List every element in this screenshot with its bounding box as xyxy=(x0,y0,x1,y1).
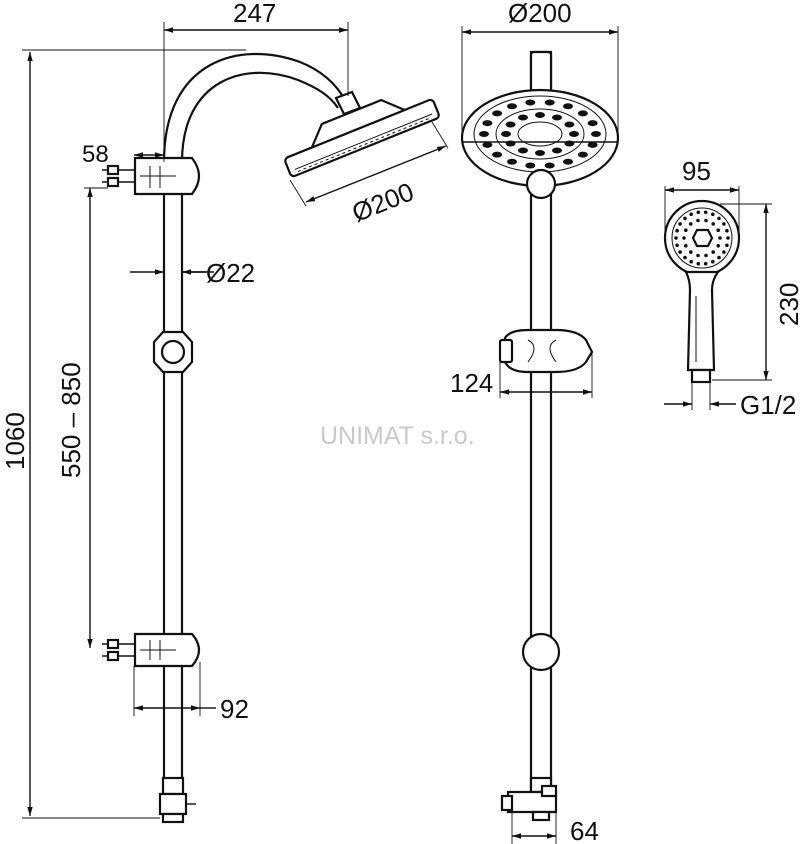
dim-slider-width: 124 xyxy=(450,368,493,398)
dim-arm-reach: 247 xyxy=(233,0,276,28)
head-nozzle xyxy=(577,110,588,117)
head-nozzle xyxy=(535,150,545,156)
side-diverter xyxy=(158,776,196,824)
hand-nozzle xyxy=(682,236,686,240)
head-nozzle xyxy=(544,162,555,169)
side-slider xyxy=(152,330,194,374)
hand-nozzle xyxy=(683,216,687,221)
front-ball-joint xyxy=(525,168,557,200)
head-nozzle xyxy=(479,131,489,137)
head-nozzle xyxy=(577,151,588,158)
side-top-wall-bracket xyxy=(102,156,201,196)
hand-nozzle xyxy=(678,222,682,226)
front-shower-head xyxy=(460,88,620,188)
head-nozzle xyxy=(482,141,493,148)
dim-head-diameter-side: Ø200 xyxy=(348,176,418,228)
hand-nozzle xyxy=(718,236,722,240)
hand-nozzle xyxy=(689,259,693,264)
head-nozzle xyxy=(544,99,555,106)
hand-nozzle xyxy=(678,250,682,254)
hand-nozzle xyxy=(696,253,700,258)
dim-bracket-spacing: 550 – 850 xyxy=(56,362,86,478)
hand-nozzle xyxy=(689,250,693,254)
hand-nozzle xyxy=(675,228,679,233)
front-view: Ø200 124 64 xyxy=(450,0,620,844)
dim-diverter-width: 64 xyxy=(570,816,599,844)
dim-hand-shower-length: 230 xyxy=(774,283,803,326)
hand-nozzle xyxy=(684,244,688,248)
head-nozzle xyxy=(563,103,573,110)
head-nozzle xyxy=(501,131,511,137)
head-nozzle xyxy=(505,121,516,128)
dim-wall-offset: 58 xyxy=(82,141,109,168)
hand-nozzle xyxy=(696,210,701,215)
hand-nozzle xyxy=(716,228,720,232)
head-nozzle xyxy=(552,114,562,121)
hand-nozzle xyxy=(722,250,726,254)
hand-nozzle xyxy=(683,255,687,260)
head-nozzle xyxy=(507,103,517,110)
side-bottom-wall-bracket xyxy=(102,632,201,668)
hand-nozzle xyxy=(725,228,729,233)
hand-nozzle xyxy=(704,253,708,258)
head-nozzle xyxy=(492,110,503,117)
hand-nozzle xyxy=(696,218,700,223)
hand-shower-view: 95 230 G1/2 xyxy=(663,156,803,420)
hand-nozzle xyxy=(674,236,678,240)
hand-nozzle xyxy=(689,212,693,217)
head-nozzle xyxy=(552,147,562,154)
front-lower-ball xyxy=(521,632,561,672)
head-nozzle xyxy=(525,99,536,106)
hand-nozzle xyxy=(696,261,701,266)
hand-shower-nozzles xyxy=(674,210,730,266)
head-nozzle xyxy=(569,131,579,137)
hand-shower-connector xyxy=(690,368,712,384)
head-nozzle xyxy=(518,147,528,154)
dim-pipe-diameter: Ø22 xyxy=(206,258,255,288)
hand-nozzle xyxy=(689,222,693,226)
dim-overall-height: 1060 xyxy=(0,412,30,470)
hand-nozzle xyxy=(711,212,715,217)
hand-nozzle xyxy=(722,222,726,226)
head-nozzle xyxy=(482,120,493,127)
head-nozzle xyxy=(525,162,536,169)
hand-nozzle xyxy=(711,259,715,264)
hand-nozzle xyxy=(703,210,708,215)
dim-head-diameter-front: Ø200 xyxy=(508,0,572,28)
head-nozzle xyxy=(518,114,528,121)
head-nozzle xyxy=(563,158,573,165)
hand-nozzle xyxy=(725,243,729,248)
hand-shower-handle xyxy=(684,270,721,372)
dim-hand-shower-diameter: 95 xyxy=(682,156,711,186)
hand-nozzle xyxy=(711,250,715,254)
front-diverter xyxy=(500,776,558,822)
hand-nozzle xyxy=(717,216,721,221)
hand-nozzle xyxy=(726,236,730,240)
front-head-nozzles xyxy=(479,99,601,169)
head-nozzle xyxy=(492,151,503,158)
hand-nozzle xyxy=(703,261,708,266)
head-nozzle xyxy=(535,112,545,118)
dim-hose-thread: G1/2 xyxy=(740,390,796,420)
hand-nozzle xyxy=(717,255,721,260)
hand-nozzle xyxy=(684,228,688,232)
dim-bracket-depth: 92 xyxy=(220,694,249,724)
head-nozzle xyxy=(587,141,598,148)
side-vertical-pipe xyxy=(162,158,184,790)
head-nozzle xyxy=(591,131,601,137)
head-nozzle xyxy=(507,158,517,165)
hand-nozzle xyxy=(704,218,708,223)
head-nozzle xyxy=(564,121,575,128)
side-view: 247 Ø200 58 Ø22 1060 550 – 850 92 xyxy=(0,0,449,824)
hand-nozzle xyxy=(675,243,679,248)
hand-nozzle xyxy=(716,244,720,248)
front-slider xyxy=(498,328,594,374)
hand-nozzle xyxy=(711,222,715,226)
watermark-text: UNIMAT s.r.o. xyxy=(320,422,475,450)
head-nozzle xyxy=(587,120,598,127)
